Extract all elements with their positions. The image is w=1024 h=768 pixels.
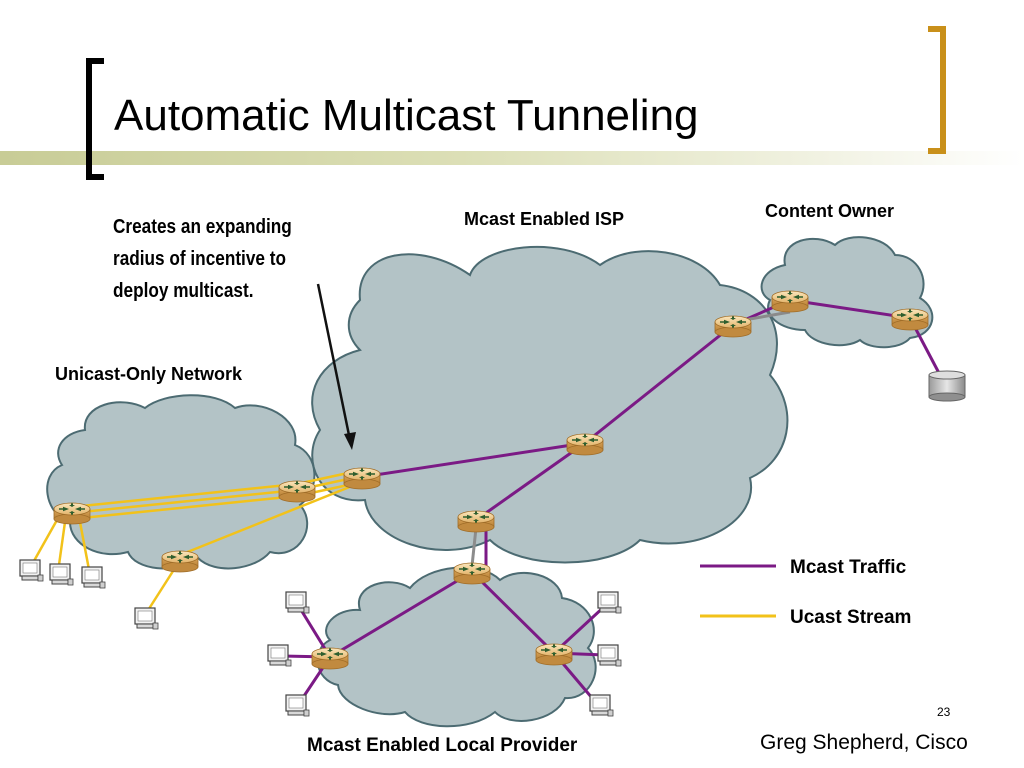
workstation-icon <box>81 566 106 589</box>
isp-cloud <box>311 245 789 564</box>
router-icon <box>566 433 604 456</box>
unicast-cloud <box>46 394 316 570</box>
workstation-icon <box>134 607 159 630</box>
router-icon <box>53 502 91 525</box>
author-credit: Greg Shepherd, Cisco <box>760 731 968 754</box>
router-icon <box>343 467 381 490</box>
router-icon <box>535 643 573 666</box>
legend-ucast-label: Ucast Stream <box>790 607 912 628</box>
content-owner-cloud <box>760 236 934 349</box>
workstation-icon <box>589 694 614 717</box>
router-icon <box>278 480 316 503</box>
note-line: radius of incentive to <box>113 248 286 270</box>
note-line: Creates an expanding <box>113 216 292 238</box>
workstation-icon <box>285 694 310 717</box>
workstation-icon <box>597 591 622 614</box>
workstation-icon <box>597 644 622 667</box>
note-line: deploy multicast. <box>113 280 254 302</box>
slide-title: Automatic Multicast Tunneling <box>114 91 699 140</box>
router-icon <box>714 315 752 338</box>
router-icon <box>453 562 491 585</box>
router-icon <box>161 550 199 573</box>
left-bracket <box>86 58 104 180</box>
router-icon <box>771 290 809 313</box>
isp-cloud-label: Mcast Enabled ISP <box>464 209 625 229</box>
server-icon <box>928 370 966 402</box>
content-owner-label: Content Owner <box>765 201 894 221</box>
annotation-note: Creates an expanding radius of incentive… <box>113 211 292 307</box>
right-bracket <box>928 26 946 154</box>
workstation-icon <box>267 644 292 667</box>
router-icon <box>891 308 929 331</box>
annotation-arrow <box>316 283 356 450</box>
page-number: 23 <box>937 705 951 719</box>
workstation-icon <box>19 559 44 582</box>
local-provider-label: Mcast Enabled Local Provider <box>307 735 578 756</box>
unicast-network-label: Unicast-Only Network <box>55 364 243 384</box>
workstation-icon <box>285 591 310 614</box>
workstation-icon <box>49 563 74 586</box>
title-band <box>0 151 1024 165</box>
router-icon <box>311 647 349 670</box>
legend-mcast-label: Mcast Traffic <box>790 557 907 578</box>
router-icon <box>457 510 495 533</box>
